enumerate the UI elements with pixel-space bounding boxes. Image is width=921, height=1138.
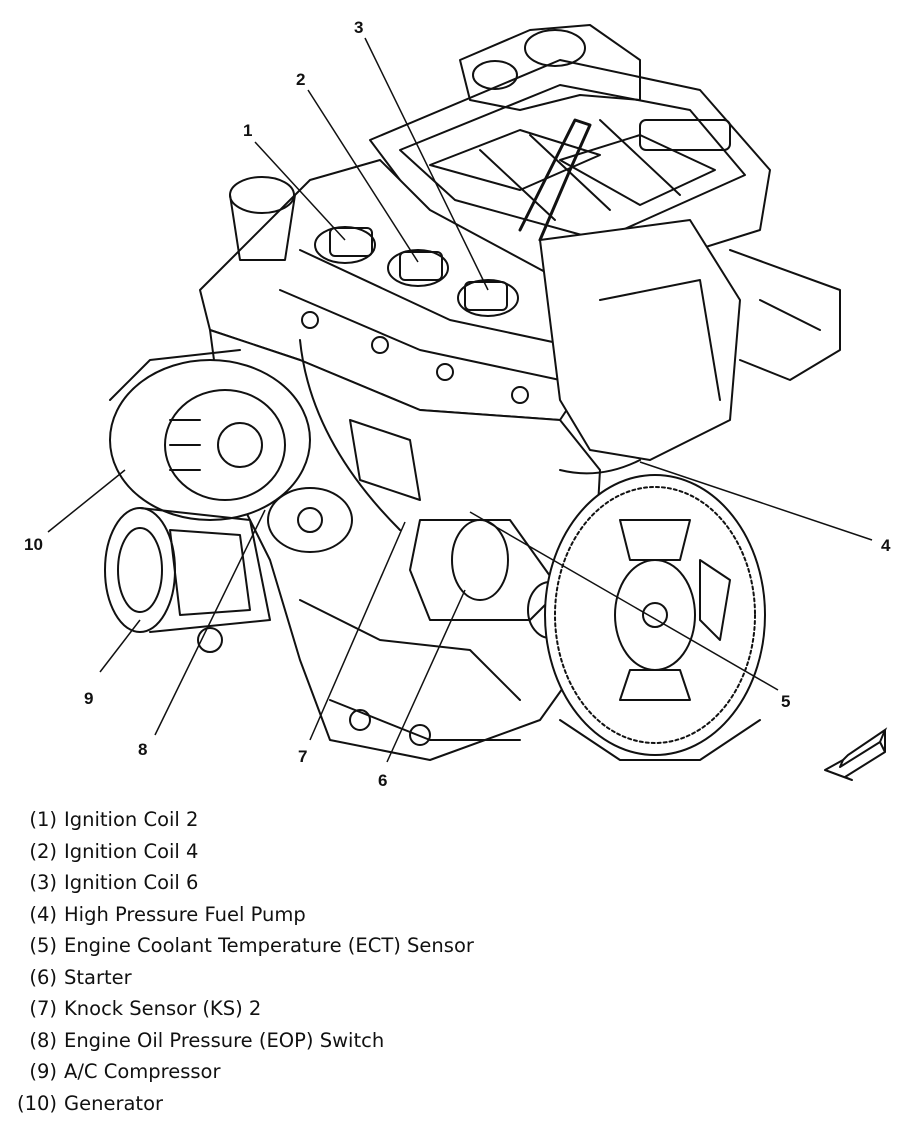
callout-8: 8 xyxy=(138,740,148,759)
callout-5: 5 xyxy=(781,692,791,711)
leader-lines xyxy=(47,37,873,763)
legend-number: (10) xyxy=(16,1091,57,1115)
callout-9: 9 xyxy=(84,689,94,708)
legend-label: Ignition Coil 6 xyxy=(64,871,199,894)
legend-number: (4) xyxy=(29,902,57,926)
legend-label: Engine Coolant Temperature (ECT) Sensor xyxy=(64,934,474,957)
callout-6: 6 xyxy=(378,771,388,790)
legend-label: High Pressure Fuel Pump xyxy=(64,902,306,926)
legend-label: Ignition Coil 2 xyxy=(64,808,199,831)
legend-label: Starter xyxy=(64,965,132,989)
flywheel xyxy=(544,474,766,761)
legend-number: (7) xyxy=(29,997,57,1020)
callout-2: 2 xyxy=(296,70,306,89)
legend-label: Generator xyxy=(64,1091,164,1115)
callout-4: 4 xyxy=(881,536,891,555)
legend-number: (3) xyxy=(29,871,57,894)
legend-number: (1) xyxy=(29,808,57,831)
starter xyxy=(409,519,573,639)
callout-3: 3 xyxy=(354,18,364,37)
pulley xyxy=(267,487,353,553)
legend-label: Ignition Coil 4 xyxy=(64,839,199,863)
legend-number: (5) xyxy=(29,934,57,957)
callout-7: 7 xyxy=(298,747,308,766)
generator xyxy=(109,349,311,521)
legend-number: (8) xyxy=(29,1028,57,1052)
legend-number: (6) xyxy=(29,965,57,989)
engine-diagram: 1 2 3 4 5 6 7 8 9 10 xyxy=(24,18,891,790)
legend-label: Knock Sensor (KS) 2 xyxy=(64,997,262,1020)
callout-1: 1 xyxy=(243,121,253,140)
ac-compressor xyxy=(104,507,271,653)
legend-number: (2) xyxy=(29,839,57,863)
engine-illustration xyxy=(47,24,888,781)
legend-number: (9) xyxy=(29,1060,57,1083)
front-direction-arrow-icon xyxy=(824,727,888,781)
legend-label: Engine Oil Pressure (EOP) Switch xyxy=(64,1028,385,1052)
timing-cover xyxy=(539,219,841,461)
callout-10: 10 xyxy=(24,535,43,554)
legend-label: A/C Compressor xyxy=(64,1060,221,1083)
